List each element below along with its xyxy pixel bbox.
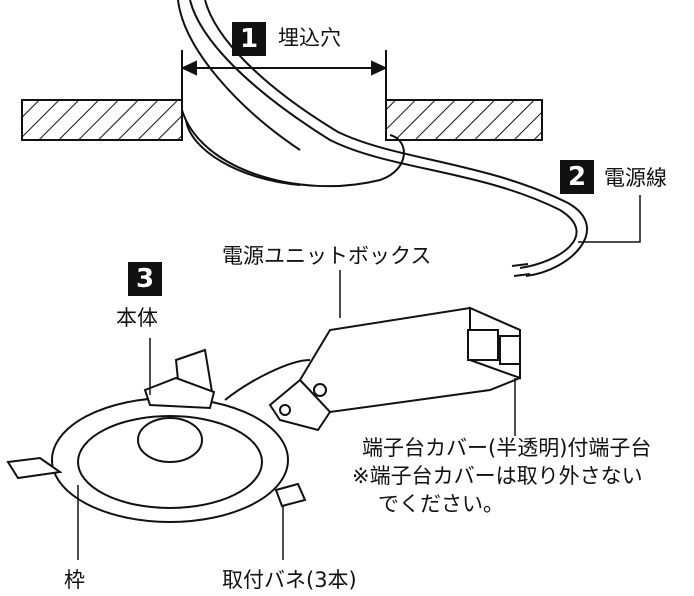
step3-label: 本体 — [116, 306, 158, 330]
downlight-body — [6, 338, 307, 523]
ceiling-right — [385, 99, 543, 141]
power-cable-leader — [578, 195, 641, 243]
hole-dimension-arrow — [180, 50, 388, 100]
springs-label: 取付バネ(3本) — [222, 568, 357, 592]
step2-badge: 2 — [560, 160, 594, 194]
step3-badge: 3 — [128, 262, 162, 296]
step1-label: 埋込穴 — [278, 26, 341, 50]
power-unit-box — [224, 270, 521, 436]
frame-label: 枠 — [64, 568, 85, 592]
power-cable — [177, 0, 589, 277]
unit-box-label: 電源ユニットボックス — [222, 244, 432, 268]
terminal-label-line1: 端子台カバー(半透明)付端子台 — [362, 436, 652, 460]
terminal-label-line2: ※端子台カバーは取り外さない — [352, 464, 643, 488]
terminal-label-line3: でください。 — [378, 492, 504, 516]
ceiling-left — [21, 99, 183, 141]
step2-label: 電源線 — [604, 166, 667, 190]
step1-badge: 1 — [232, 22, 266, 56]
